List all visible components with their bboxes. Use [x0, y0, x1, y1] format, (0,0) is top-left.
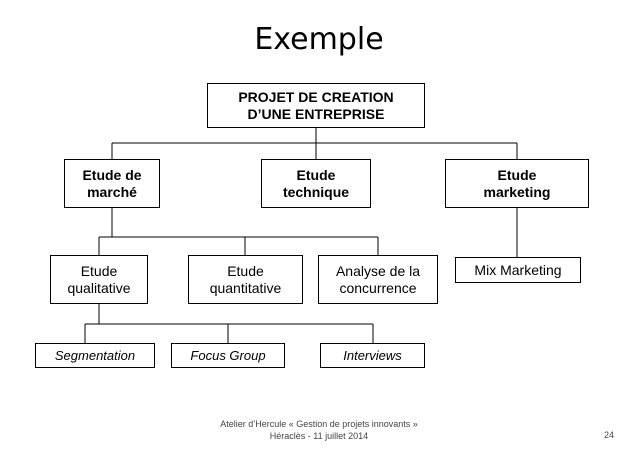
node-root-label: PROJET DE CREATION D’UNE ENTREPRISE — [238, 88, 394, 122]
footer-line-1: Atelier d’Hercule « Gestion de projets i… — [220, 419, 418, 429]
node-segmentation: Segmentation — [35, 343, 155, 368]
node-technical-label: Etude technique — [282, 166, 350, 200]
node-market: Etude de marché — [64, 159, 160, 208]
page-number: 24 — [603, 430, 614, 440]
node-market-label: Etude de marché — [82, 166, 142, 200]
node-mix: Mix Marketing — [455, 257, 581, 283]
slide-title: Exemple — [254, 22, 384, 57]
node-focus: Focus Group — [171, 343, 285, 368]
node-competition-label: Analyse de la concurrence — [335, 262, 421, 296]
node-technical: Etude technique — [261, 159, 371, 208]
node-root: PROJET DE CREATION D’UNE ENTREPRISE — [207, 83, 425, 128]
node-mix-label: Mix Marketing — [474, 261, 562, 278]
node-quantitative-label: Etude quantitative — [209, 262, 282, 296]
node-interviews: Interviews — [320, 343, 425, 368]
node-segmentation-label: Segmentation — [54, 347, 136, 363]
node-qualitative: Etude qualitative — [50, 255, 148, 304]
node-quantitative: Etude quantitative — [188, 255, 303, 304]
node-marketing: Etude marketing — [445, 159, 589, 208]
slide-footer: Atelier d’Hercule « Gestion de projets i… — [0, 418, 638, 442]
node-qualitative-label: Etude qualitative — [67, 262, 131, 296]
footer-line-2: Héraclès - 11 juillet 2014 — [269, 431, 369, 442]
node-marketing-label: Etude marketing — [483, 166, 551, 200]
node-focus-label: Focus Group — [190, 347, 266, 363]
node-competition: Analyse de la concurrence — [318, 255, 438, 304]
node-interviews-label: Interviews — [343, 347, 402, 363]
